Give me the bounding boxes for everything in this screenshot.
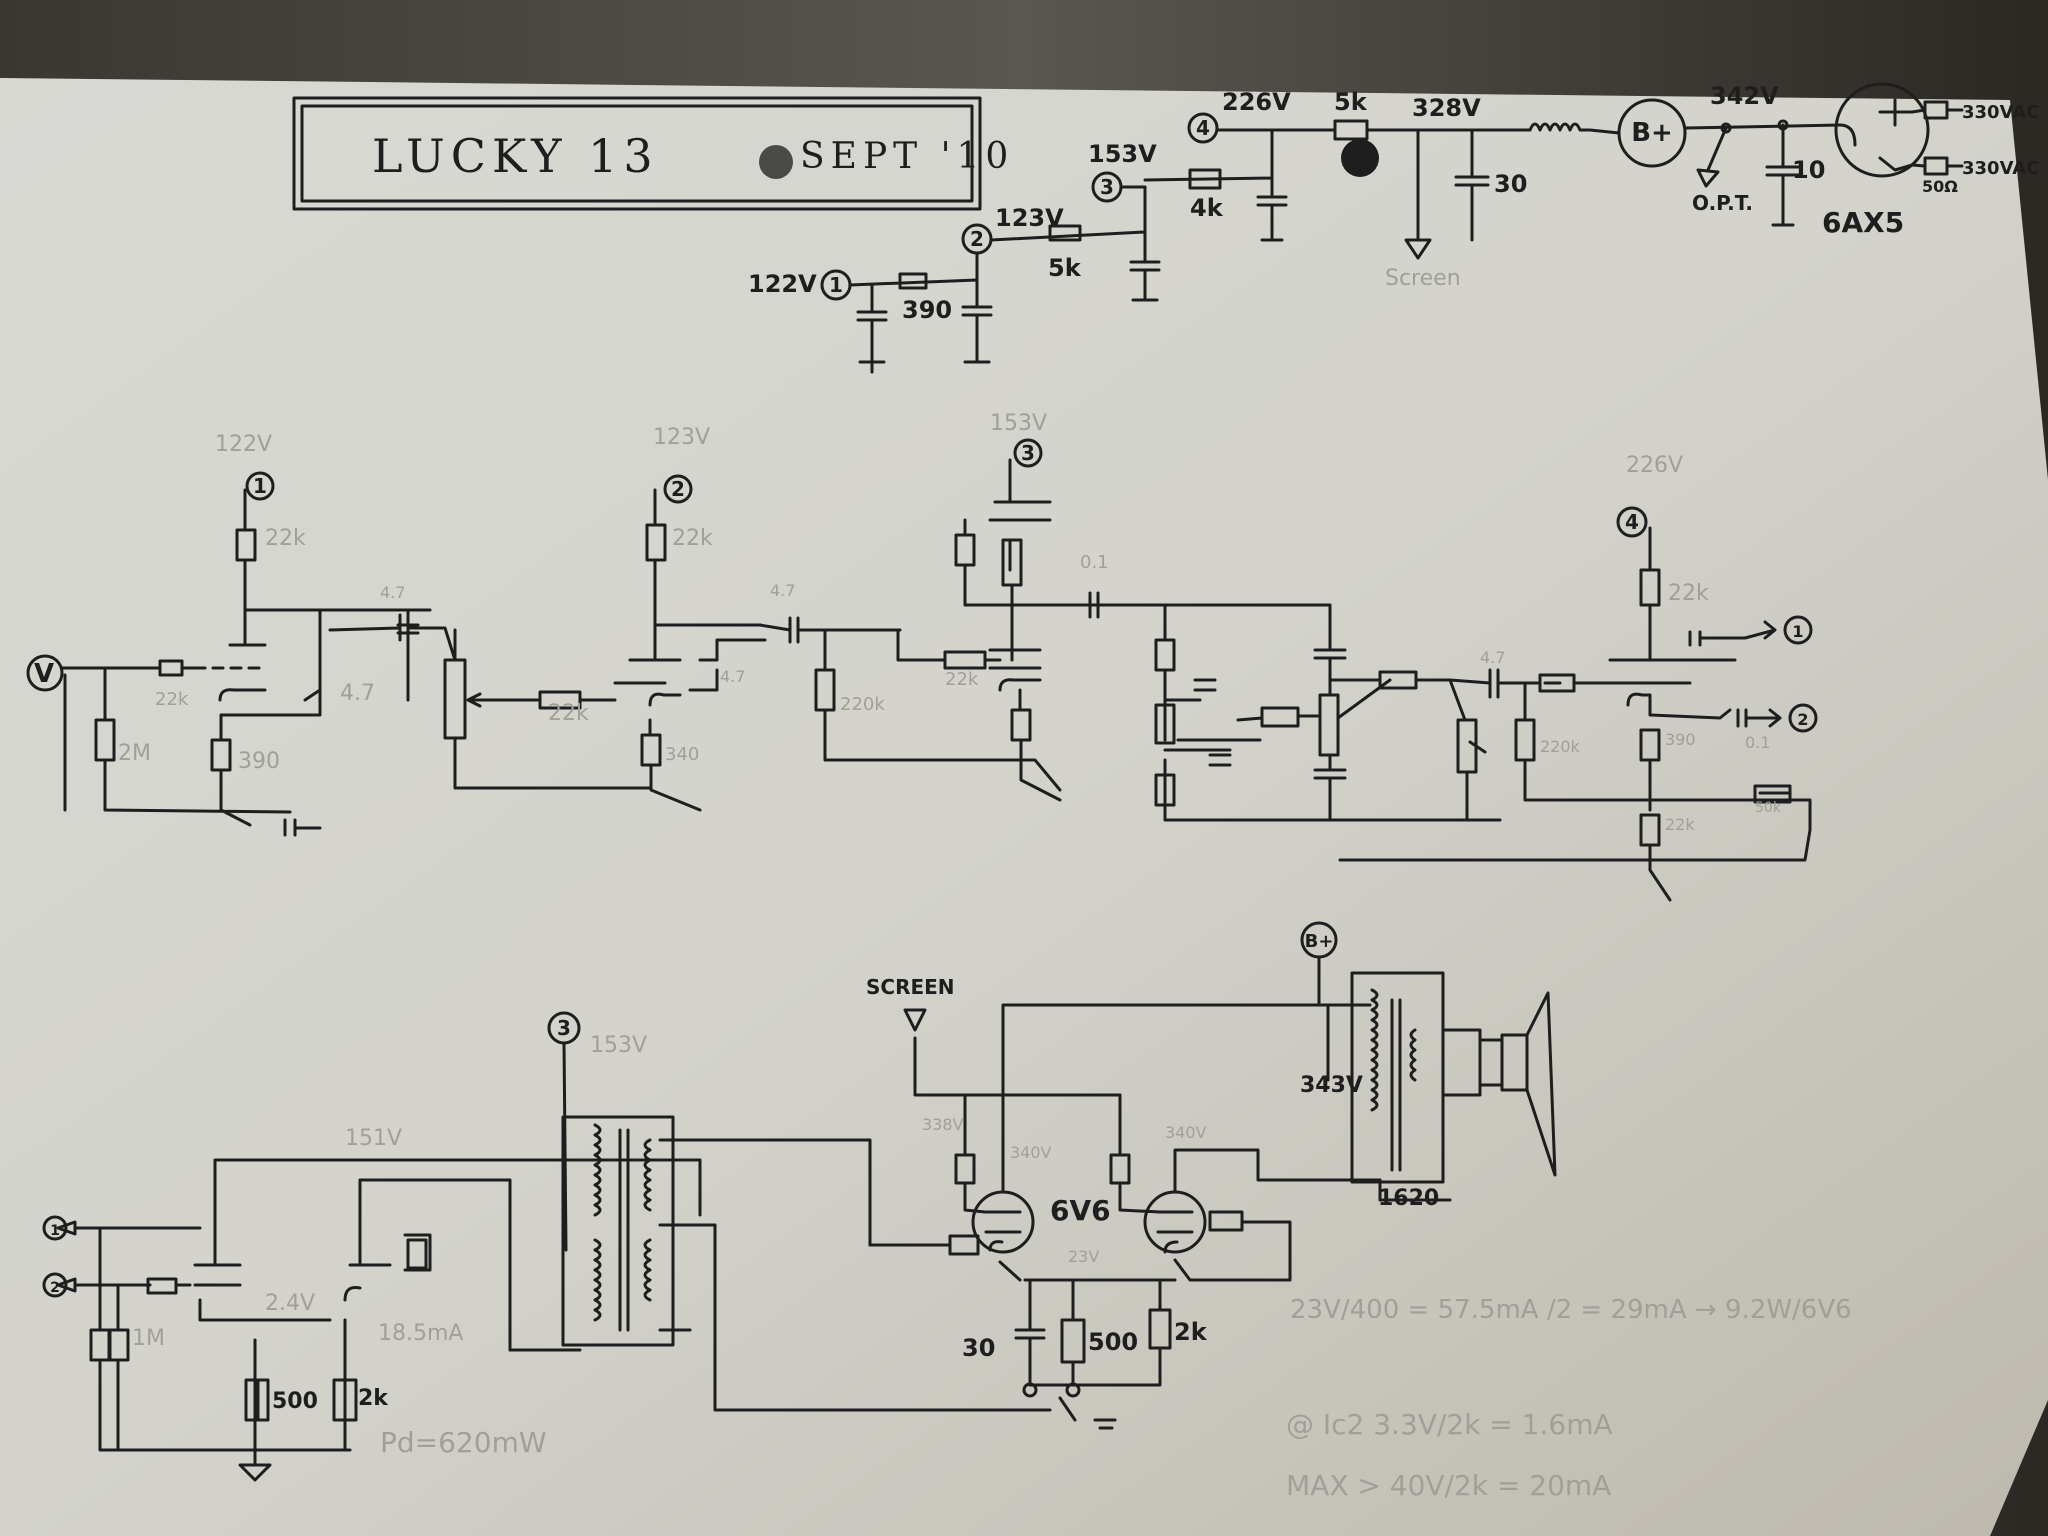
pa-voltage-2v4: 2.4V (265, 1291, 315, 1316)
paper-sheet (0, 78, 2048, 1536)
part-label: 22k (1668, 581, 1709, 606)
pa-voltage-340v-a: 340V (1010, 1143, 1052, 1162)
pa-node-3: 3 (557, 1016, 571, 1040)
vac-label-1: 330VAC (1962, 102, 2039, 123)
pa-voltage-343v: 343V (1300, 1073, 1363, 1098)
note-line-2: @ Ic2 3.3V/2k = 1.6mA (1286, 1408, 1613, 1441)
power-amp: SCREEN 3 153V 151V 1 2 1M 500 2k 2.4V 18… (42, 921, 1557, 1482)
preamp-node-1: 1 (253, 474, 267, 498)
part-label: 22k (1665, 815, 1695, 834)
pa-bplus: B+ (1305, 931, 1334, 952)
part-label: 340 (665, 744, 699, 765)
part-label: 0.1 (1080, 552, 1109, 573)
resistor-5k-b: 5k (1334, 88, 1368, 116)
resistor-390: 390 (902, 296, 952, 324)
output-transformer-1620: 1620 (1378, 1186, 1439, 1211)
part-label: 390 (238, 749, 280, 774)
preamp-node-4: 4 (1625, 510, 1639, 534)
part-label: 50k (1755, 800, 1782, 816)
pa-resistor-2k-cathode: 2k (1174, 1318, 1208, 1346)
voltage-123v: 123V (995, 204, 1064, 232)
pa-current: 18.5mA (378, 1321, 463, 1346)
cap-10: 10 (1792, 156, 1825, 184)
node-2-label: 2 (970, 227, 984, 251)
part-label: 4.7 (770, 581, 795, 600)
resistor-4k: 4k (1190, 194, 1224, 222)
node-4-label: 4 (1196, 116, 1210, 140)
part-label: 22k (945, 669, 979, 690)
preamp-voltage-153v: 153V (990, 411, 1047, 436)
title-date: SEPT '10 (800, 136, 1014, 177)
pa-cap-30: 30 (962, 1334, 995, 1362)
pa-dissipation: Pd=620mW (380, 1426, 547, 1459)
title-block: LUCKY 13 SEPT '10 (292, 96, 1014, 211)
voltage-342v: 342V (1710, 82, 1779, 110)
vac-label-2: 330VAC (1962, 158, 2039, 179)
pa-input-2: 2 (50, 1280, 60, 1296)
part-label: 22k (548, 701, 589, 726)
voltage-153v: 153V (1088, 140, 1157, 168)
pa-resistor-500: 500 (272, 1389, 318, 1414)
output-2-label: 2 (1797, 710, 1808, 729)
title-name: LUCKY 13 (372, 129, 659, 183)
opt-label: O.P.T. (1692, 191, 1753, 215)
note-line-3: MAX > 40V/2k = 20mA (1286, 1469, 1611, 1502)
tube-6v6-label: 6V6 (1050, 1194, 1111, 1227)
voltage-122v: 122V (748, 270, 817, 298)
node-1-label: 1 (829, 273, 843, 297)
part-label: 22k (672, 526, 713, 551)
part-label: 2M (118, 741, 151, 766)
part-label: 0.1 (1745, 733, 1770, 752)
voltage-226v: 226V (1222, 88, 1291, 116)
pa-voltage-153v: 153V (590, 1033, 647, 1058)
part-label: 4.7 (380, 583, 405, 602)
resistor-5k: 5k (1048, 254, 1082, 282)
preamp-voltage-226v: 226V (1626, 453, 1683, 478)
pa-resistor-2k: 2k (358, 1386, 389, 1411)
part-label: 22k (155, 689, 189, 710)
preamp-node-2: 2 (671, 477, 685, 501)
preamp-node-3: 3 (1021, 441, 1035, 465)
pa-resistor-1m: 1M (132, 1326, 165, 1351)
node-3-label: 3 (1100, 175, 1114, 199)
preamp: 122V 123V 153V 226V 1 2 3 4 V 22k 4.7 22… (26, 411, 1818, 902)
pa-voltage-338v: 338V (922, 1115, 964, 1134)
resistor-50-ohm: 50Ω (1922, 177, 1958, 196)
screen-label: SCREEN (866, 975, 955, 999)
screen-note: Screen (1385, 266, 1461, 291)
pa-resistor-500-cathode: 500 (1088, 1328, 1138, 1356)
part-label: 4.7 (720, 667, 745, 686)
output-1-label: 1 (1792, 622, 1803, 641)
input-jack-label: V (34, 659, 54, 689)
part-label: 220k (840, 694, 885, 715)
preamp-voltage-122v: 122V (215, 432, 272, 457)
pa-voltage-23v: 23V (1068, 1247, 1099, 1266)
calculation-notes: 23V/400 = 57.5mA /2 = 29mA → 9.2W/6V6 @ … (1286, 1295, 1852, 1502)
pa-voltage-340v-b: 340V (1165, 1123, 1207, 1142)
bplus-label: B+ (1631, 118, 1673, 148)
part-label: 22k (265, 526, 306, 551)
rectifier-6ax5: 6AX5 (1822, 206, 1904, 239)
preamp-voltage-123v: 123V (653, 425, 710, 450)
part-label: 4.7 (340, 681, 375, 706)
part-label: 390 (1665, 730, 1696, 749)
power-supply: 1 2 3 4 122V 123V 153V 226V 328V 342V 39… (748, 82, 2039, 374)
ink-blot (759, 145, 793, 179)
part-label: 220k (1540, 737, 1581, 756)
cap-30: 30 (1494, 170, 1527, 198)
voltage-328v: 328V (1412, 94, 1481, 122)
pa-input-1: 1 (50, 1223, 60, 1239)
part-label: 4.7 (1480, 648, 1505, 667)
note-line-1: 23V/400 = 57.5mA /2 = 29mA → 9.2W/6V6 (1290, 1295, 1852, 1325)
pa-voltage-151v: 151V (345, 1126, 402, 1151)
